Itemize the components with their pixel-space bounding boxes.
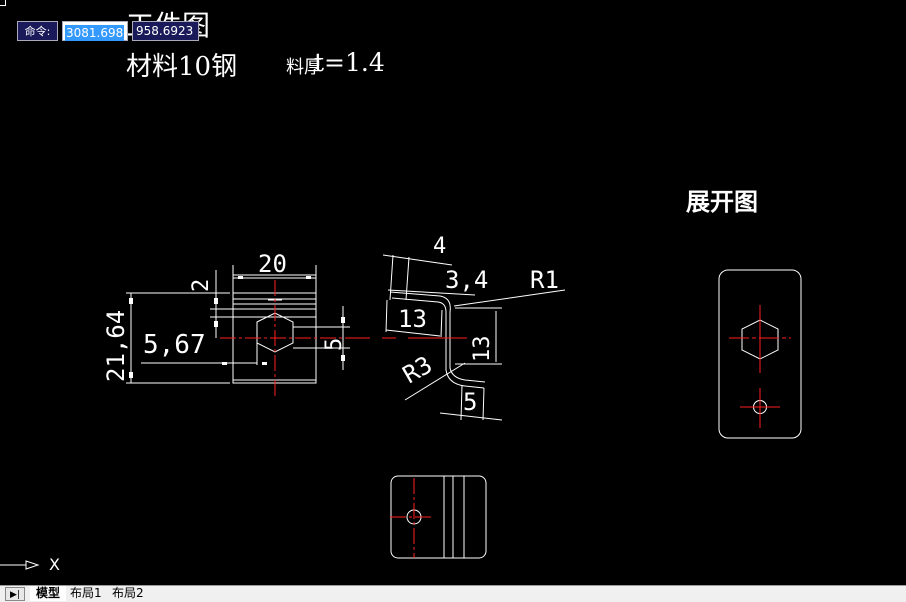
thickness-label: 料厚 [286, 57, 322, 78]
x-coordinate-value: 3081.698 [65, 25, 125, 41]
tab-layout1[interactable]: 布局1 [70, 586, 102, 600]
corner-marker [0, 0, 6, 6]
y-coordinate-input[interactable]: 958.6923 [132, 21, 199, 41]
unfold-title: 展开图 [686, 188, 758, 216]
material-label: 材料10钢 [126, 52, 238, 82]
play-next-icon[interactable]: ▶| [5, 587, 25, 601]
cad-geometry [0, 254, 802, 570]
dim-offset: 5,67 [143, 330, 206, 360]
dim-hex-size: 5 [322, 337, 347, 351]
drawing-canvas[interactable]: 工件图 材料10钢 料厚 t=1.4 展开图 20 21,64 5,67 2 5… [0, 0, 906, 585]
tab-layout2[interactable]: 布局2 [112, 586, 144, 600]
ucs-icon [0, 560, 40, 570]
ucs-x-label: X [49, 555, 60, 574]
top-view [390, 475, 487, 559]
dim-height: 21,64 [102, 309, 130, 382]
x-coordinate-input[interactable]: 3081.698 [62, 21, 128, 41]
dim-d2: 3,4 [445, 266, 489, 294]
thickness-value: t=1.4 [314, 48, 385, 77]
front-view [126, 265, 350, 384]
dim-d1: 4 [433, 234, 447, 259]
side-view [382, 254, 566, 421]
dim-r1: R1 [530, 266, 559, 294]
layout-tab-bar: ▶| 模型 布局1 布局2 [0, 585, 906, 602]
dim-length: 13 [398, 305, 427, 333]
dim-width: 20 [258, 250, 287, 278]
tab-model[interactable]: 模型 [30, 586, 67, 601]
command-label: 命令: [17, 21, 58, 41]
dim-top-gap: 2 [189, 278, 214, 292]
dim-flange: 5 [463, 388, 478, 416]
dim-side-height: 13 [470, 335, 495, 363]
